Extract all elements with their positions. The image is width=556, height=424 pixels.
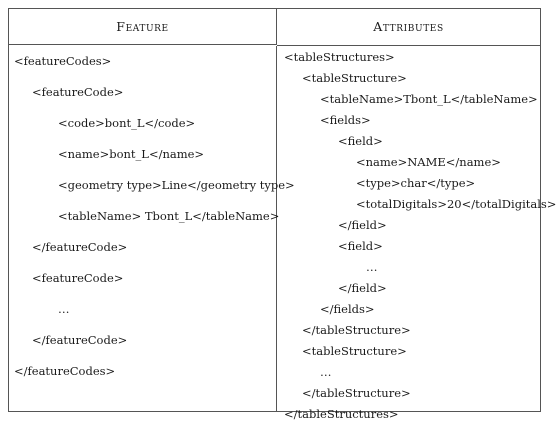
attribute-line: <tableStructures> [284, 50, 395, 64]
attribute-line: </field> [338, 281, 387, 295]
feature-line: </featureCode> [32, 240, 128, 254]
feature-line: </featureCodes> [14, 364, 116, 378]
attribute-line: … [366, 260, 378, 274]
feature-line: <featureCode> [32, 85, 124, 99]
attributes-header: Attributes [277, 9, 540, 46]
attribute-line: </field> [338, 218, 387, 232]
feature-line: <tableName> Tbont_L</tableName> [58, 209, 280, 223]
attribute-line: <fields> [320, 113, 371, 127]
feature-line: <code>bont_L</code> [58, 116, 196, 130]
feature-column: <featureCodes> <featureCode> <code>bont_… [9, 46, 295, 411]
attribute-line: <field> [338, 134, 383, 148]
attribute-line: <field> [338, 239, 383, 253]
attribute-line: </fields> [320, 302, 375, 316]
attribute-line: </tableStructures> [284, 407, 399, 421]
feature-header: Feature [9, 9, 277, 45]
attribute-line: <totalDigitals>20</totalDigitals> [356, 197, 556, 211]
feature-line: <featureCodes> [14, 54, 112, 68]
feature-line: <name>bont_L</name> [58, 147, 205, 161]
attribute-line: <tableName>Tbont_L</tableName> [320, 92, 538, 106]
attributes-column: <tableStructures> <tableStructure> <tabl… [277, 46, 556, 421]
attribute-line: <name>NAME</name> [356, 155, 501, 169]
feature-line: … [58, 302, 70, 316]
attribute-line: <type>char</type> [356, 176, 476, 190]
attribute-line: <tableStructure> [302, 344, 407, 358]
feature-line: <featureCode> [32, 271, 124, 285]
attribute-line: </tableStructure> [302, 323, 411, 337]
feature-line: <geometry type>Line</geometry type> [58, 178, 295, 192]
feature-line: </featureCode> [32, 333, 128, 347]
attribute-line: <tableStructure> [302, 71, 407, 85]
attribute-line: … [320, 365, 332, 379]
attribute-line: </tableStructure> [302, 386, 411, 400]
feature-attributes-table: Feature Attributes <featureCodes> <featu… [8, 8, 556, 421]
